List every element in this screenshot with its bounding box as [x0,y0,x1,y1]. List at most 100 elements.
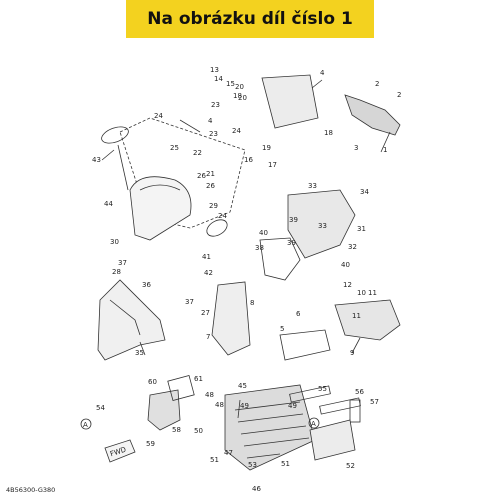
part-number-label: 24 [232,127,241,135]
part-number-label: 27 [201,309,210,317]
title-banner: Na obrázku díl číslo 1 [126,0,374,38]
part-number-label: 20 [238,94,247,102]
part-number-label: 14 [214,75,223,83]
dashed-guide-box [119,117,246,229]
right-cowl-part [334,299,401,341]
lower-cowl-left-part [97,279,166,361]
part-number-label: 52 [346,462,355,470]
side-panel-part [211,281,251,356]
part-number-label: 30 [110,238,119,246]
part-number-label: 11 [352,312,361,320]
part-number-label: 16 [244,156,253,164]
part-number-label: 54 [96,404,105,412]
part-number-label: 33 [308,182,317,190]
part-number-label: 41 [202,253,211,261]
part-number-label: 13 [210,66,219,74]
part-number-label: 42 [204,269,213,277]
part-number-label: 35 [135,349,144,357]
strip-part-2 [319,397,361,415]
part-number-label: 5 [280,325,284,333]
reference-marker-label: A [311,420,316,428]
part-number-label: 20 [235,83,244,91]
part-number-label: 60 [148,378,157,386]
screen-part [129,176,192,241]
part-number-label: 1 [383,146,387,154]
part-number-label: 36 [142,281,151,289]
part-number-label: 58 [172,426,181,434]
mirror-left-part [101,126,129,144]
part-number-label: 22 [193,149,202,157]
part-number-label: 38 [255,244,264,252]
part-number-label: 3 [354,144,358,152]
page-title: Na obrázku díl číslo 1 [147,9,353,29]
part-number-label: 21 [206,170,215,178]
part-number-label: 24 [218,212,227,220]
part-number-label: 7 [206,333,210,341]
part-number-label: 49 [240,402,249,410]
part-number-label: 18 [324,129,333,137]
part-number-label: 45 [238,382,247,390]
strip-part-3 [349,399,361,423]
part-number-label: 2 [375,80,379,88]
reference-marker-label: A [83,421,88,429]
part-number-label: 15 [226,80,235,88]
part-number-label: 47 [224,449,233,457]
part-number-label: 37 [118,259,127,267]
part-number-label: 53 [248,461,257,469]
part-number-label: 4 [320,69,325,77]
part-number-label: 29 [209,202,218,210]
part-number-label: 12 [343,281,352,289]
part-number-label: 28 [112,268,121,276]
part-number-label: 10 [357,289,366,297]
part-number-label: 2 [397,91,401,99]
windscreen-part [261,74,319,129]
part-number-label: 56 [355,388,364,396]
part-number-label: 8 [250,299,254,307]
part-number-label: 39 [289,216,298,224]
part-number-label: 32 [348,243,357,251]
mirror-right-part [206,219,228,237]
part-number-label: 18 [233,92,242,100]
part-number-label: 48 [205,391,214,399]
part-number-label: 51 [281,460,290,468]
part-number-label: 34 [360,188,369,196]
part-number-label: 11 [368,289,377,297]
part-number-label: 49 [288,402,297,410]
bottom-bracket-part [147,389,181,431]
part-number-label: 37 [185,298,194,306]
part-number-label: 25 [170,144,179,152]
part-number-label: 48 [215,401,224,409]
bracket-part-1 [344,94,401,136]
part-number-label: 50 [194,427,203,435]
part-number-label: 23 [209,130,218,138]
part-number-label: 4 [208,117,213,125]
part-number-label: 59 [146,440,155,448]
bottom-right-panel-part [309,419,356,461]
part-number-label: 17 [268,161,277,169]
part-number-label: 31 [357,225,366,233]
headlight-housing-part [287,189,356,259]
part-number-label: 19 [262,144,271,152]
grille-part [224,384,316,471]
part-number-label: 46 [252,485,261,493]
part-number-label: 51 [210,456,219,464]
part-number-label: 55 [318,385,327,393]
inner-panel-part [279,329,331,361]
part-number-label: 24 [154,112,163,120]
fwd-arrow-icon [104,439,136,463]
part-number-label: 9 [350,349,354,357]
part-number-label: 39 [287,239,296,247]
part-number-label: 26 [206,182,215,190]
part-number-label: 40 [341,261,350,269]
part-number-label: 33 [318,222,327,230]
part-number-label: 44 [104,200,113,208]
part-number-label: 26 [197,172,206,180]
part-number-label: 57 [370,398,379,406]
part-number-label: 43 [92,156,101,164]
side-bracket-part [259,237,301,281]
part-number-label: 40 [259,229,268,237]
part-number-label: 61 [194,375,203,383]
part-number-label: 6 [296,310,301,318]
diagram-code: 4B56300-G380 [6,486,56,494]
